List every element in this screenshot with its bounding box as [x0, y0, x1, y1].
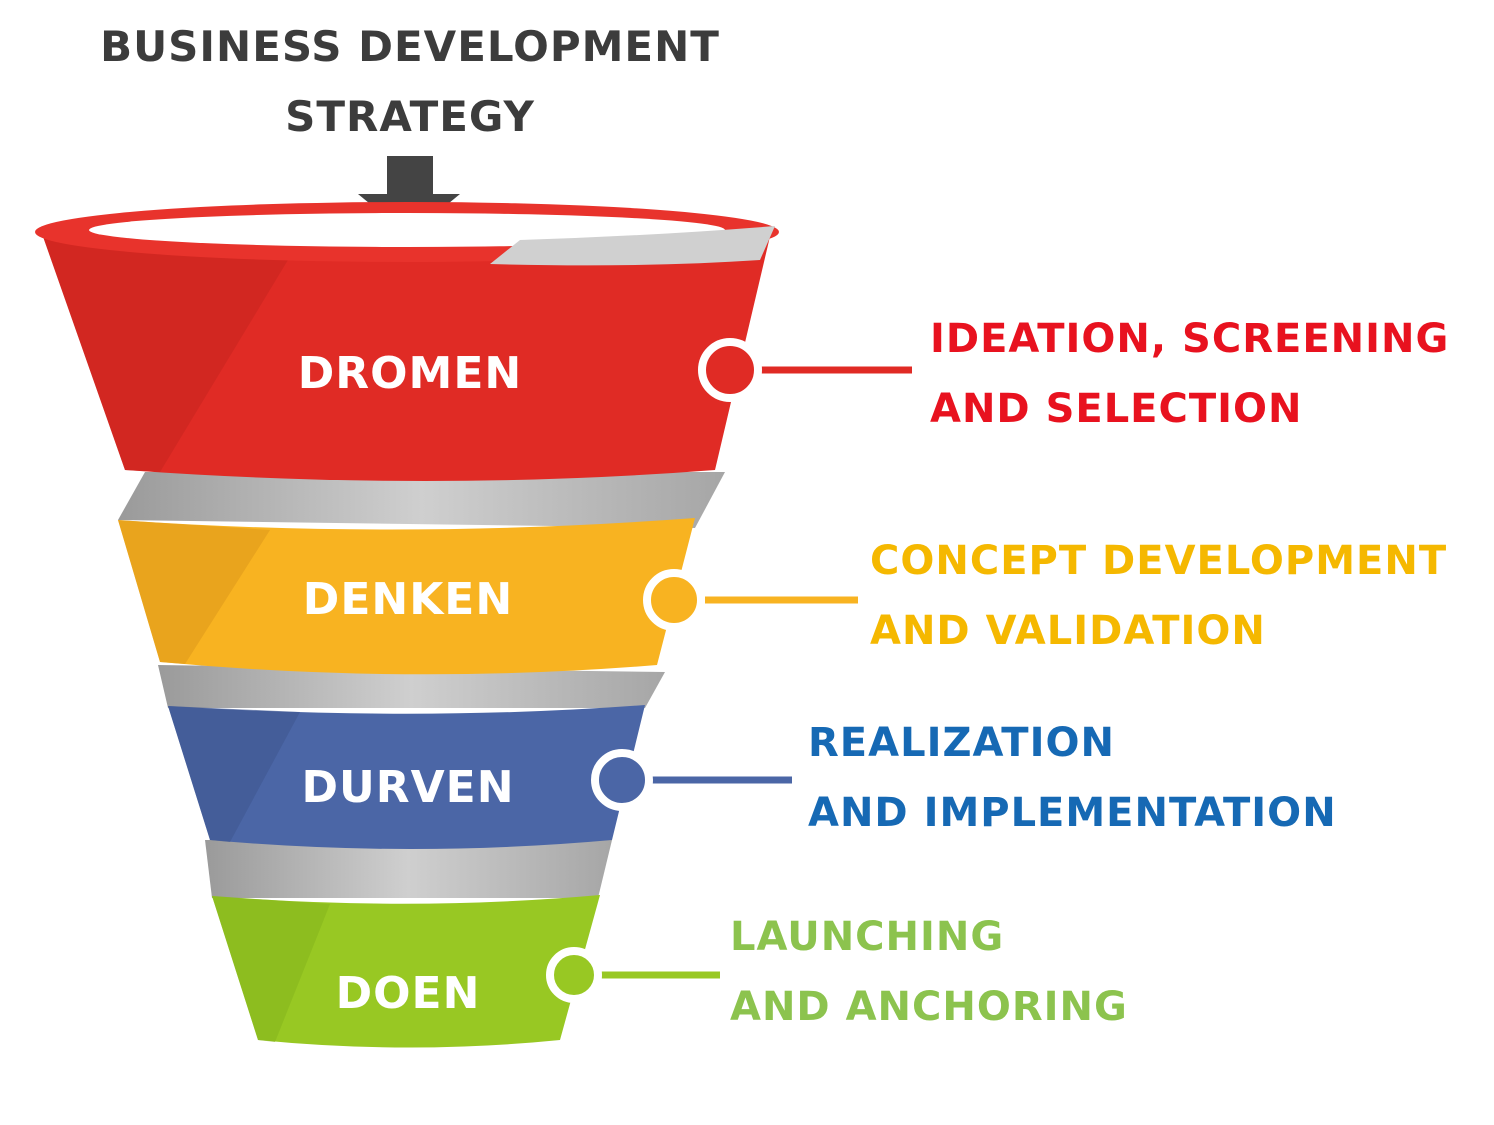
stage-durven-body: [168, 705, 645, 849]
stage-dromen-shade: [40, 228, 300, 472]
stage-label: DROMEN: [298, 348, 522, 399]
stage-denken-shade: [118, 520, 270, 664]
desc-dromen-line-2: AND SELECTION: [930, 386, 1303, 432]
stage-doen: DOEN: [212, 895, 600, 1048]
stage-durven-shade: [168, 706, 300, 842]
desc-doen-line-1: LAUNCHING: [730, 914, 1005, 960]
marker-doen: [546, 947, 720, 1003]
stage-doen-shade: [212, 896, 330, 1042]
desc-durven-line-1: REALIZATION: [808, 720, 1115, 766]
desc-dromen-line-1: IDEATION, SCREENING: [930, 316, 1450, 362]
stage-label: DOEN: [336, 968, 481, 1019]
desc-doen: LAUNCHING AND ANCHORING: [730, 902, 1128, 1042]
marker-durven: [591, 749, 792, 811]
stage-denken-body: [118, 518, 695, 675]
title-line-2: STRATEGY: [285, 92, 535, 141]
connector-1: [118, 472, 725, 528]
connector-2: [158, 665, 665, 708]
rim-grey-band: [490, 226, 775, 266]
desc-durven-line-2: AND IMPLEMENTATION: [808, 790, 1337, 836]
desc-denken-line-2: AND VALIDATION: [870, 608, 1266, 654]
desc-doen-line-2: AND ANCHORING: [730, 984, 1128, 1030]
marker-dromen: [698, 338, 912, 402]
desc-denken: CONCEPT DEVELOPMENT AND VALIDATION: [870, 526, 1447, 666]
stage-label: DURVEN: [301, 762, 514, 813]
marker-denken: [643, 569, 858, 631]
stage-durven: DURVEN: [168, 705, 645, 849]
stage-label: DENKEN: [303, 574, 513, 625]
desc-durven: REALIZATION AND IMPLEMENTATION: [808, 708, 1337, 848]
desc-dromen: IDEATION, SCREENING AND SELECTION: [930, 304, 1449, 444]
stage-denken: DENKEN: [118, 518, 695, 675]
connector-3: [205, 840, 612, 898]
desc-denken-line-1: CONCEPT DEVELOPMENT: [870, 538, 1448, 584]
title-line-1: BUSINESS DEVELOPMENT: [100, 22, 720, 71]
stage-dromen: DROMEN: [35, 202, 779, 481]
